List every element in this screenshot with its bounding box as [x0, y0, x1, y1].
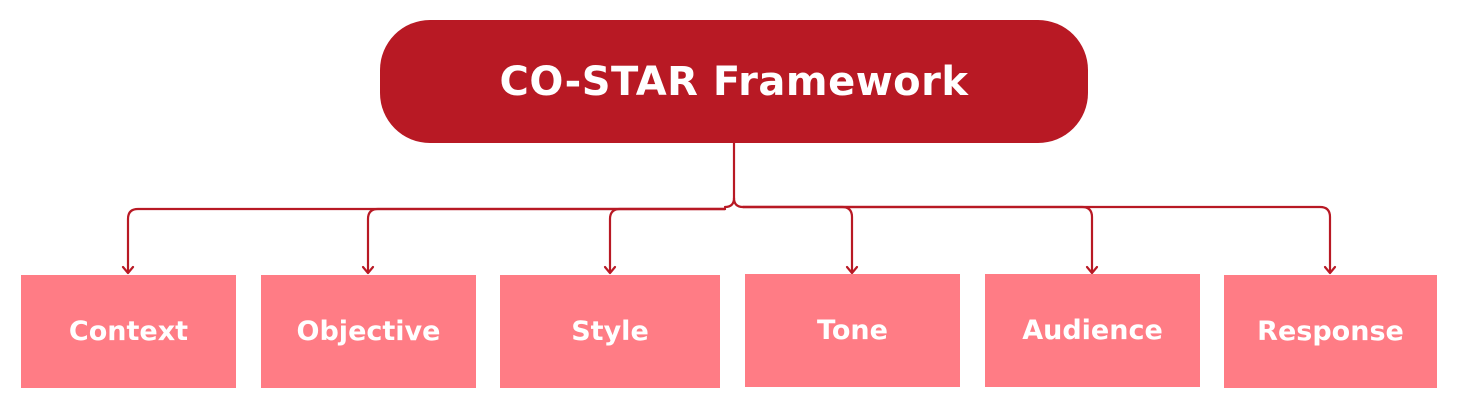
connector-style [608, 207, 727, 274]
arrowhead-icon [603, 265, 617, 275]
connector-objective [366, 207, 727, 274]
connector-context [126, 207, 727, 274]
node-context: Context [21, 275, 236, 388]
node-style: Style [500, 275, 720, 388]
connector-response [741, 205, 1332, 274]
node-audience: Audience [985, 274, 1200, 387]
node-objective: Objective [261, 275, 476, 388]
arrowhead-icon [121, 265, 135, 275]
node-label: Audience [1022, 315, 1163, 346]
root-node-co-star-framework: CO-STAR Framework [380, 20, 1088, 143]
node-label: Objective [296, 316, 441, 347]
arrowhead-icon [845, 265, 859, 275]
arrowhead-icon [1323, 265, 1337, 275]
arrowhead-icon [1085, 265, 1099, 275]
node-tone: Tone [745, 274, 960, 387]
connector-audience [741, 205, 1094, 274]
node-label: Context [68, 316, 189, 347]
node-label: Tone [817, 315, 888, 346]
node-label: Style [571, 316, 649, 347]
node-label: Response [1257, 316, 1404, 347]
connector-tone [741, 205, 854, 274]
root-node-title: CO-STAR Framework [499, 58, 969, 105]
arrowhead-icon [361, 265, 375, 275]
node-response: Response [1224, 275, 1437, 388]
